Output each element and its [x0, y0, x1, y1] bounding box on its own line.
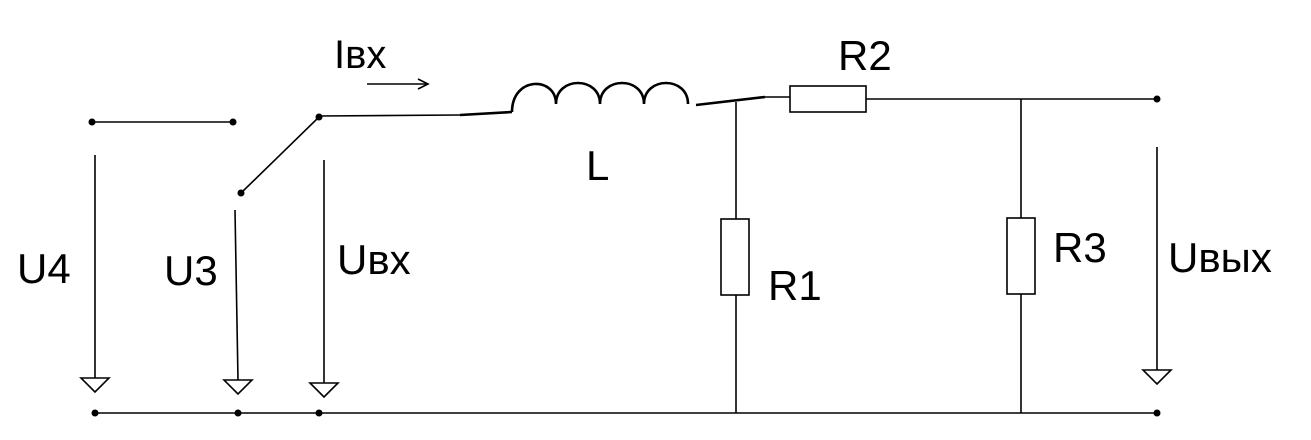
label-u4: U4 — [17, 245, 71, 292]
node-u3-contact — [237, 189, 245, 197]
node-out-top — [1153, 95, 1161, 103]
node-u4-right — [229, 118, 237, 126]
inductor-L — [510, 81, 690, 113]
node-uin-bottom — [315, 409, 323, 417]
current-arrow-head — [417, 78, 430, 90]
node-u4-bottom — [91, 409, 99, 417]
label-r2: R2 — [838, 32, 892, 79]
uin-arrow-head — [308, 382, 340, 399]
resistor-R1 — [720, 218, 750, 296]
node-u3-bottom — [234, 409, 242, 417]
switch-blade — [240, 116, 320, 194]
node-out-bottom — [1153, 409, 1161, 417]
label-inductor: L — [586, 142, 609, 189]
label-current-in: Iвх — [334, 33, 386, 77]
resistor-R2 — [789, 85, 867, 113]
resistor-R3 — [1006, 217, 1036, 295]
uout-arrow-head — [1141, 369, 1173, 386]
u4-arrow-head — [79, 377, 111, 394]
label-r1: R1 — [768, 262, 822, 309]
label-u-out: Uвых — [1168, 234, 1272, 281]
label-u-in: Uвх — [337, 236, 411, 283]
u3-arrow-head — [222, 379, 254, 396]
label-u3: U3 — [164, 247, 218, 294]
input-wire — [318, 114, 461, 117]
inductor-lead-left — [459, 110, 513, 117]
label-r3: R3 — [1053, 224, 1107, 271]
inductor-lead-right — [695, 95, 766, 107]
u3-arrow-line — [234, 209, 239, 381]
node-switch-pivot — [315, 113, 323, 121]
node-u4-left — [88, 118, 96, 126]
